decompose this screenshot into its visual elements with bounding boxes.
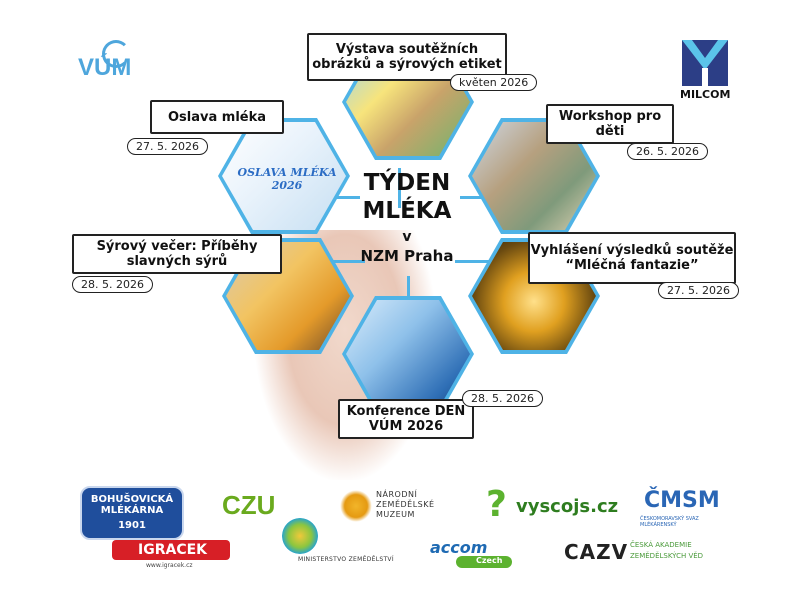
event-title-milk-celebration: Oslava mléka <box>150 100 284 134</box>
nzm-sun-icon <box>340 490 372 522</box>
accom-badge <box>456 556 512 568</box>
event-title-conference: Konference DEN VÚM 2026 <box>338 399 474 439</box>
bohusovicka-logo: BOHUŠOVICKÁ MLÉKÁRNA 1901 <box>80 486 184 540</box>
czu-logo: CZU <box>222 490 282 522</box>
cazv-text: CAZV <box>564 540 629 564</box>
center-title-line1: TÝDEN <box>363 170 451 196</box>
event-title-awards: Vyhlášení výsledků soutěže “Mléčná fanta… <box>528 232 736 284</box>
event-date-awards: 27. 5. 2026 <box>658 282 739 299</box>
igracek-logo: IGRACEK www.igracek.cz <box>112 540 232 572</box>
bohusovicka-text: BOHUŠOVICKÁ MLÉKÁRNA <box>90 494 174 516</box>
event-title-cheese-evening: Sýrový večer: Příběhy slavných sýrů <box>72 234 282 274</box>
cmsm-logo: ČMSM ČESKOMORAVSKÝ SVAZ MLÉKÁRENSKÝ <box>640 488 736 528</box>
event-title-workshop: Workshop pro děti <box>546 104 674 144</box>
cazv-subtitle: ČESKÁ AKADEMIE ZEMĚDĚLSKÝCH VĚD <box>630 541 704 560</box>
connector-line <box>455 260 500 263</box>
mze-tree-icon <box>282 518 318 554</box>
connector-line <box>330 260 365 263</box>
milcom-text: MILCOM <box>680 88 731 101</box>
igracek-badge <box>112 540 230 560</box>
center-title-line4: NZM Praha <box>360 247 454 265</box>
vyscojs-logo: ? vyscojs.cz <box>486 484 619 532</box>
connector-line <box>320 196 360 199</box>
cazv-logo: CAZV ČESKÁ AKADEMIE ZEMĚDĚLSKÝCH VĚD <box>564 536 734 570</box>
accom-text: accom <box>430 538 488 557</box>
event-date-milk-celebration: 27. 5. 2026 <box>127 138 208 155</box>
event-title-exhibition: Výstava soutěžních obrázků a sýrových et… <box>307 33 507 81</box>
event-date-cheese-evening: 28. 5. 2026 <box>72 276 153 293</box>
igracek-url: www.igracek.cz <box>146 562 193 569</box>
oslava-overlay-text: OSLAVA MLÉKA 2026 <box>237 166 337 192</box>
center-title-line2: MLÉKA <box>362 198 452 224</box>
mze-logo: MINISTERSTVO ZEMĚDĚLSTVÍ <box>276 518 406 572</box>
vum-logo: VÚM <box>76 40 162 86</box>
igracek-text: IGRACEK <box>138 542 208 558</box>
milcom-mark-icon <box>682 40 728 86</box>
milcom-logo: MILCOM <box>680 40 736 102</box>
nzm-text: NÁRODNÍ ZEMĚDĚLSKÉ MUZEUM <box>376 490 435 519</box>
center-title-line3: v <box>402 229 412 245</box>
bohusovicka-year: 1901 <box>118 520 146 531</box>
event-date-workshop: 26. 5. 2026 <box>627 143 708 160</box>
vyscojs-text: vyscojs.cz <box>516 496 619 517</box>
nzm-logo: NÁRODNÍ ZEMĚDĚLSKÉ MUZEUM <box>340 488 460 528</box>
vyscojs-question-icon: ? <box>486 484 507 525</box>
event-date-exhibition: květen 2026 <box>450 74 538 91</box>
czu-text: CZU <box>222 490 276 520</box>
vum-logo-arc <box>102 40 130 68</box>
cmsm-text: ČMSM <box>644 488 720 513</box>
connector-line <box>398 168 401 208</box>
accom-logo: accom Czech <box>430 538 514 568</box>
cmsm-subtitle: ČESKOMORAVSKÝ SVAZ MLÉKÁRENSKÝ <box>640 516 699 528</box>
mze-text: MINISTERSTVO ZEMĚDĚLSTVÍ <box>298 556 394 563</box>
accom-subtitle: Czech <box>476 556 503 565</box>
event-date-conference: 28. 5. 2026 <box>462 390 543 407</box>
vum-logo-text: VÚM <box>78 54 132 81</box>
